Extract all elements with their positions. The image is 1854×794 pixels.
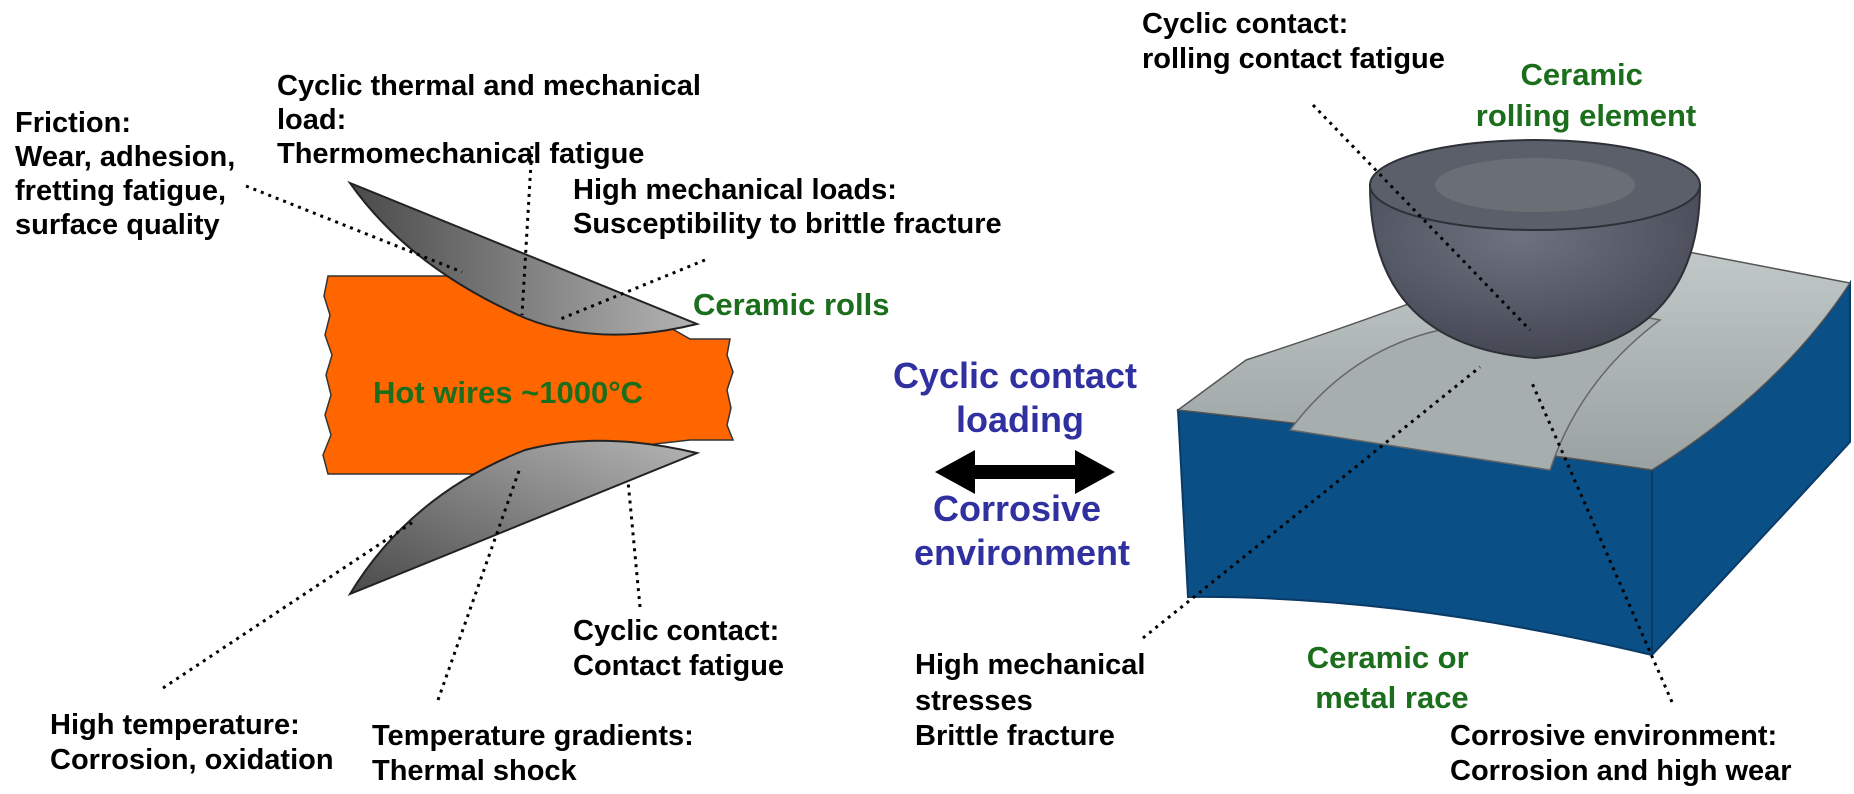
roll-process-illustration <box>322 180 735 597</box>
upper-ceramic-roll <box>347 180 701 336</box>
bearing-illustration <box>1176 139 1852 658</box>
temperature-gradients-label: Temperature gradients: Thermal shock <box>372 720 702 787</box>
high-mech-loads-label: High mechanical loads: Susceptibility to… <box>573 174 1002 240</box>
cyclic-contact-loading-label: Cyclic contact loading <box>893 355 1147 440</box>
high-temperature-label: High temperature: Corrosion, oxidation <box>50 709 334 776</box>
rolling-contact-fatigue-label: Cyclic contact: rolling contact fatigue <box>1142 8 1445 75</box>
corrosive-environment-label: Corrosive environment: Corrosion and hig… <box>1450 720 1792 787</box>
double-arrow <box>935 450 1115 494</box>
ceramic-or-metal-race-label: Ceramic or metal race <box>1307 640 1478 715</box>
ceramic-rolls-label: Ceramic rolls <box>693 287 889 322</box>
ceramic-rolling-element-label: Ceramic rolling element <box>1476 57 1696 133</box>
ceramic-ball-top-inner <box>1435 158 1635 212</box>
leader-lines <box>162 103 1674 703</box>
high-mech-stresses-label: High mechanical stresses Brittle fractur… <box>915 649 1154 752</box>
thermal-load-label: Cyclic thermal and mechanical load: Ther… <box>277 70 709 170</box>
corrosive-environment-center-label: Corrosive environment <box>914 488 1130 573</box>
friction-label: Friction: Wear, adhesion, fretting fatig… <box>15 107 243 241</box>
ceramic-ball-hemisphere <box>1368 184 1702 360</box>
cyclic-contact-fatigue-label: Cyclic contact: Contact fatigue <box>573 615 787 682</box>
lower-ceramic-roll <box>347 439 701 597</box>
hot-wires-label: Hot wires ~1000°C <box>373 375 643 410</box>
